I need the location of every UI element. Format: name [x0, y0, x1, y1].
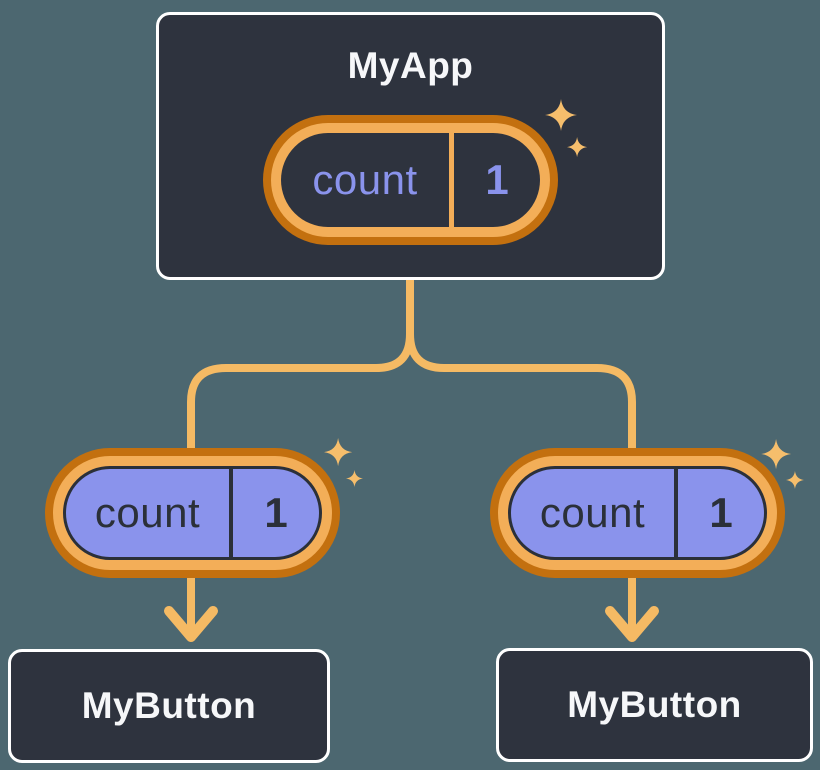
state-pill-parent: count 1 [263, 114, 558, 245]
arrow-left-head [164, 606, 218, 642]
pill-divider [449, 132, 454, 227]
component-card-child-0: MyButton [8, 649, 330, 763]
prop-pill-child-1: count 1 [490, 448, 785, 578]
state-value: 1 [485, 155, 509, 203]
prop-name: count [94, 489, 201, 536]
pill-divider [674, 469, 678, 557]
component-card-child-1: MyButton [496, 648, 813, 762]
component-title: MyButton [567, 683, 742, 725]
prop-value: 1 [709, 489, 733, 536]
component-title: MyApp [347, 45, 474, 86]
component-card-parent: MyApp count 1 [156, 12, 665, 280]
prop-name: count [539, 489, 646, 536]
branch-right-line [406, 276, 636, 464]
arrow-right-head [605, 606, 659, 642]
component-title: MyButton [81, 684, 257, 726]
pill-divider [229, 469, 233, 557]
branch-left-line [187, 276, 414, 464]
state-name: count [312, 155, 418, 203]
prop-pill-child-0: count 1 [45, 448, 340, 578]
prop-value: 1 [264, 489, 288, 536]
